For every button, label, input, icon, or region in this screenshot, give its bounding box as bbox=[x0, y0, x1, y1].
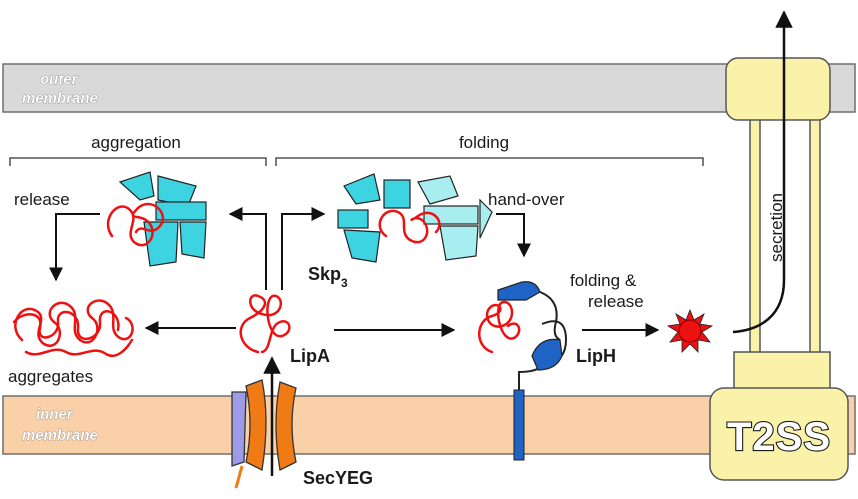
secretion-label: secretion bbox=[767, 193, 786, 262]
to-skp-bound-arrow bbox=[228, 207, 267, 290]
lipa-unfolded bbox=[239, 294, 291, 354]
inner-membrane-label-line1: inner bbox=[36, 406, 74, 423]
skp-trimer: Skp3 bbox=[308, 173, 493, 290]
liph-label: LipH bbox=[576, 346, 616, 366]
folding-label: folding bbox=[459, 133, 509, 152]
folding-release-label-line1: folding & bbox=[570, 271, 637, 290]
secyeg-label: SecYEG bbox=[303, 468, 373, 488]
folding-release-label-line2: release bbox=[588, 292, 644, 311]
folding-bracket: folding bbox=[275, 133, 704, 166]
aggregates-label: aggregates bbox=[8, 367, 93, 386]
release-arrow bbox=[49, 213, 100, 282]
inner-membrane-label-line2: membrane bbox=[22, 427, 98, 444]
secretion-arrow: secretion bbox=[732, 10, 793, 334]
release-label: release bbox=[14, 190, 70, 209]
outer-membrane-label-line2: membrane bbox=[22, 90, 98, 107]
t2ss-outer-pore bbox=[725, 57, 831, 121]
outer-membrane-label-line1: outer bbox=[40, 71, 79, 88]
skp-bound-lipa bbox=[106, 171, 207, 267]
skp-label: Skp3 bbox=[308, 264, 348, 290]
hand-over-label: hand-over bbox=[488, 190, 565, 209]
lipa-label: LipA bbox=[290, 346, 330, 366]
folded-lipase bbox=[666, 308, 714, 353]
aggregation-label: aggregation bbox=[91, 133, 181, 152]
t2ss-complex: T2SS bbox=[709, 57, 849, 481]
liph-chaperone: LipH bbox=[478, 281, 616, 461]
aggregation-bracket: aggregation bbox=[9, 133, 267, 166]
to-skp-arrow bbox=[281, 207, 326, 290]
outer-membrane: outer membrane bbox=[2, 63, 856, 113]
hand-over-arrow bbox=[496, 213, 531, 258]
secyeg-translocon: SecYEG bbox=[231, 379, 373, 489]
t2ss-label: T2SS bbox=[727, 415, 831, 459]
t2ss-base bbox=[709, 387, 849, 481]
aggregates-cluster bbox=[12, 299, 134, 357]
